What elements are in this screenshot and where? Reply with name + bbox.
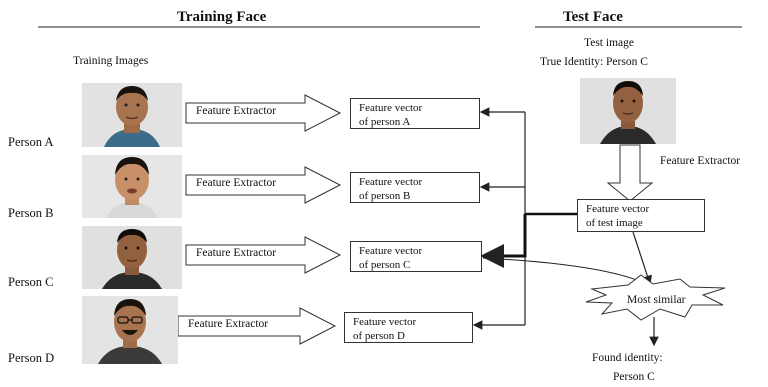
extractor-label-c: Feature Extractor <box>196 247 277 259</box>
vector-c-line1: Feature vector <box>359 245 423 257</box>
extractor-label-a: Feature Extractor <box>196 105 277 117</box>
vector-c-line2: of person C <box>359 259 411 271</box>
vector-d-line2: of person D <box>353 330 405 342</box>
extractor-arrow-c <box>185 236 342 274</box>
person-c-label: Person C <box>8 275 54 289</box>
test-vector-line2: of test image <box>586 217 643 229</box>
vector-a-line1: Feature vector <box>359 102 423 114</box>
vector-b-line1: Feature vector <box>359 176 423 188</box>
person-b-label: Person B <box>8 206 54 220</box>
training-images-label: Training Images <box>73 55 149 67</box>
person-b-photo <box>82 155 182 218</box>
test-photo <box>580 78 676 144</box>
bus-to-c-bold <box>480 214 527 268</box>
most-similar-burst <box>585 274 726 321</box>
person-a-label: Person A <box>8 135 54 149</box>
person-a-photo <box>82 83 182 147</box>
vector-box-a: Feature vector of person A <box>350 98 480 129</box>
extractor-arrow-a <box>185 94 342 132</box>
vector-box-d: Feature vector of person D <box>344 312 473 343</box>
test-face-title: Test Face <box>563 9 623 25</box>
extractor-arrow-d <box>177 307 337 345</box>
test-extractor-label: Feature Extractor <box>660 155 741 167</box>
vector-b-line2: of person B <box>359 190 411 202</box>
vector-box-b: Feature vector of person B <box>350 172 480 203</box>
vector-d-line1: Feature vector <box>353 316 417 328</box>
extractor-arrow-b <box>185 166 342 204</box>
vector-box-c: Feature vector of person C <box>350 241 482 272</box>
person-d-photo <box>82 296 178 364</box>
test-extractor-arrow <box>606 144 654 202</box>
test-vector-line1: Feature vector <box>586 203 650 215</box>
found-identity-value: Person C <box>613 371 655 383</box>
extractor-label-d: Feature Extractor <box>188 318 269 330</box>
found-identity-label: Found identity: <box>592 352 663 364</box>
person-d-label: Person D <box>8 351 55 365</box>
person-c-photo <box>82 226 182 289</box>
test-vector-to-similar <box>632 231 652 286</box>
test-image-label: Test image <box>584 37 634 49</box>
most-similar-label: Most similar <box>627 294 686 306</box>
training-face-title: Training Face <box>177 9 267 25</box>
true-identity-label: True Identity: Person C <box>540 56 648 68</box>
extractor-label-b: Feature Extractor <box>196 177 277 189</box>
vector-a-line2: of person A <box>359 116 411 128</box>
c-to-similar-arrow <box>482 257 645 284</box>
test-vector-box: Feature vector of test image <box>577 199 705 232</box>
